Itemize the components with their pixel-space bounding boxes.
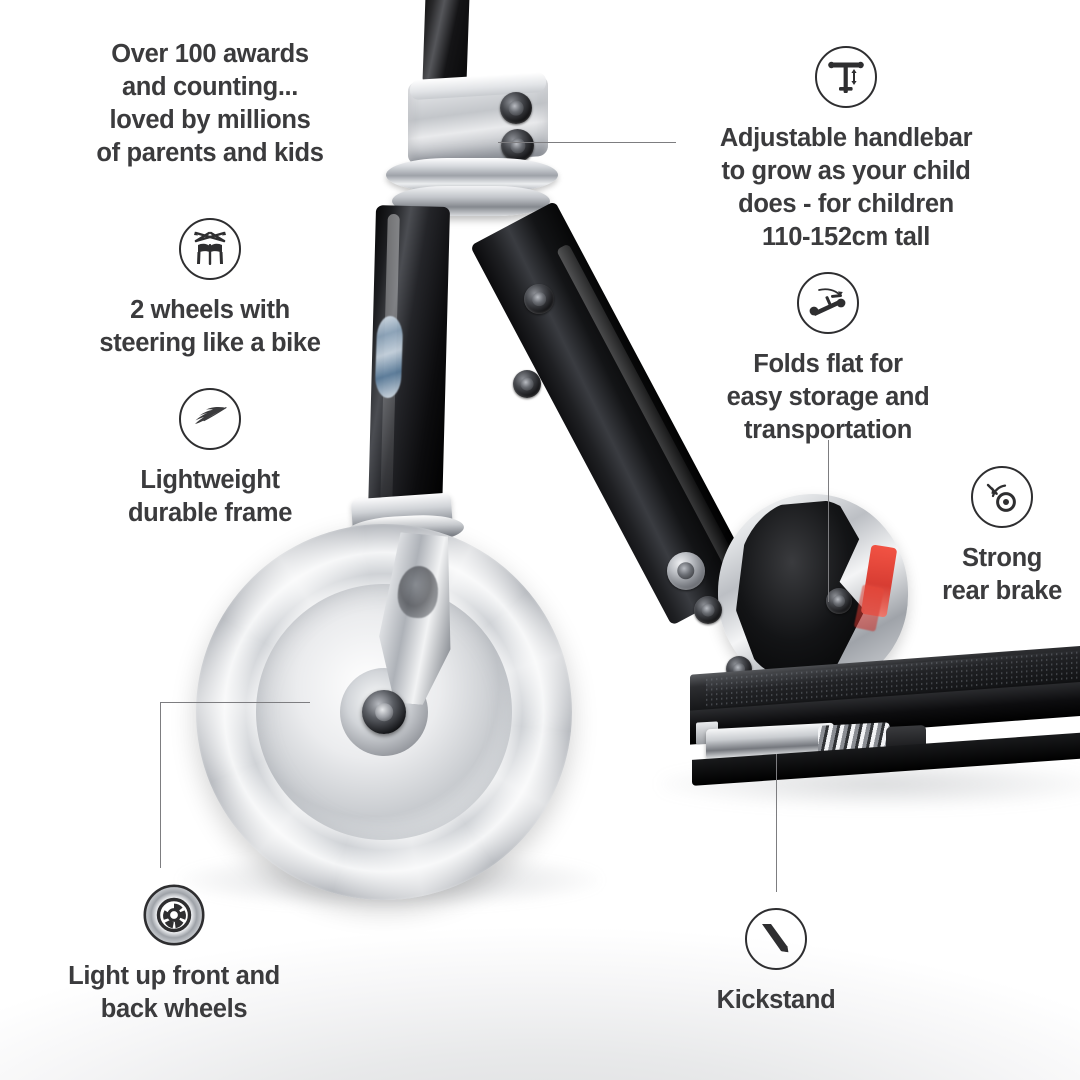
folding-joint-bolt-large (667, 552, 705, 590)
handlebar-leader-line (498, 142, 676, 144)
feature-rear-brake-caption: Strong rear brake (942, 544, 1062, 606)
feature-folds-flat: Folds flat for easy storage and transpor… (718, 272, 938, 447)
light-up-wheels-leader-horizontal (160, 702, 310, 704)
folding-joint-bolt-small (694, 596, 722, 624)
down-tube-bolt-1 (524, 284, 554, 314)
feature-folds-flat-caption: Folds flat for easy storage and transpor… (726, 350, 930, 445)
feather-icon (179, 388, 241, 450)
rear-brake-icon (971, 466, 1033, 528)
feature-awards: Over 100 awards and counting... loved by… (60, 38, 360, 171)
feature-two-wheels-steering: 2 wheels with steering like a bike (75, 218, 345, 360)
feature-light-up-wheels: Light up front and back wheels (44, 884, 304, 1026)
front-wheel-axle-bolt (362, 690, 406, 734)
feature-rear-brake: Strong rear brake (926, 466, 1078, 608)
rear-brake-bolt (826, 588, 852, 614)
feature-two-wheels-steering-caption: 2 wheels with steering like a bike (99, 296, 321, 358)
adjustable-handlebar-icon (815, 46, 877, 108)
feature-lightweight-frame: Lightweight durable frame (110, 388, 310, 530)
clamp-bolt-upper (500, 92, 532, 124)
folds-flat-leader-line (828, 440, 830, 602)
feature-kickstand-caption: Kickstand (716, 986, 836, 1014)
clamp-bolt-lower (501, 129, 534, 162)
kickstand-leader-line (776, 754, 778, 892)
feature-kickstand: Kickstand (700, 908, 852, 1017)
light-up-wheels-leader-vertical (160, 702, 162, 868)
glowing-wheel-icon (143, 884, 205, 946)
feature-light-up-wheels-caption: Light up front and back wheels (68, 962, 280, 1024)
feature-awards-caption: Over 100 awards and counting... loved by… (96, 40, 324, 168)
kickstand-icon (745, 908, 807, 970)
feature-adjustable-handlebar: Adjustable handlebar to grow as your chi… (690, 46, 1002, 255)
down-tube (470, 200, 757, 626)
down-tube-bolt-2 (513, 370, 541, 398)
stem-sticker (374, 315, 404, 399)
folded-scooter-icon (797, 272, 859, 334)
handlebar-stem (422, 0, 470, 85)
feature-lightweight-frame-caption: Lightweight durable frame (127, 466, 293, 528)
feature-adjustable-handlebar-caption: Adjustable handlebar to grow as your chi… (719, 124, 973, 252)
two-wheels-steering-icon (179, 218, 241, 280)
